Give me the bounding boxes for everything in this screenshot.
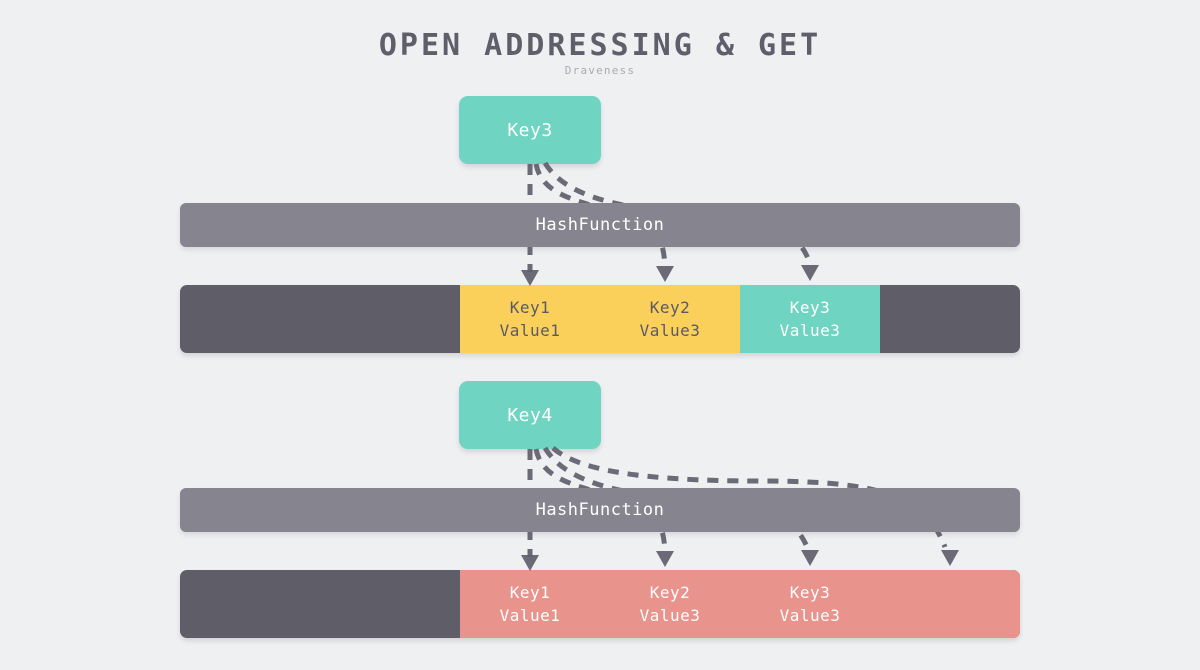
bucket-cell-value: Value3	[639, 321, 701, 340]
bucket-cell-empty-probed	[880, 570, 1020, 638]
bucket-cell-key3-match: Key3 Value3	[740, 285, 880, 353]
bucket-cell-key2-probed: Key2 Value3	[600, 570, 740, 638]
bucket-cell-key: Key1	[509, 583, 551, 602]
page-subtitle: Draveness	[564, 64, 636, 77]
probe-arrowhead-1-top	[521, 270, 539, 286]
bucket-cell-key2: Key2 Value3	[600, 285, 740, 353]
page-title: OPEN ADDRESSING & GET	[378, 28, 822, 63]
bucket-cell-key1: Key1 Value1	[460, 285, 600, 353]
bucket-cell-value: Value1	[499, 321, 561, 340]
bucket-cell-key1-probed: Key1 Value1	[460, 570, 600, 638]
bucket-cell-key: Key3	[789, 298, 831, 317]
probe-arrowhead-2-bottom	[656, 551, 674, 567]
bucket-row-bottom: Key1 Value1 Key2 Value3 Key3 Value3	[180, 570, 1020, 638]
bucket-cell-value: Value3	[779, 606, 841, 625]
bucket-row-top: Key1 Value1 Key2 Value3 Key3 Value3	[180, 285, 1020, 353]
hash-function-label: HashFunction	[535, 500, 665, 520]
bucket-cell-key: Key2	[649, 583, 691, 602]
probe-arrowhead-4-bottom	[941, 550, 959, 566]
bucket-cell-value: Value1	[499, 606, 561, 625]
bucket-cell-empty	[180, 570, 460, 638]
key-box-label: Key3	[507, 119, 553, 141]
hash-function-label: HashFunction	[535, 215, 665, 235]
bucket-cell-empty	[880, 285, 1020, 353]
key-box-label: Key4	[507, 404, 553, 426]
probe-arrowhead-2-top	[656, 266, 674, 282]
probe-arrowhead-3-top	[801, 265, 819, 281]
bucket-cell-key: Key2	[649, 298, 691, 317]
bucket-cell-value: Value3	[779, 321, 841, 340]
probe-arrowhead-3-bottom	[801, 550, 819, 566]
bucket-cell-key: Key3	[789, 583, 831, 602]
hash-function-bar-top: HashFunction	[180, 203, 1020, 247]
bucket-cell-empty	[180, 285, 460, 353]
probe-arrowhead-1-bottom	[521, 555, 539, 571]
key-box-key3: Key3	[459, 96, 601, 164]
bucket-cell-key3-probed: Key3 Value3	[740, 570, 880, 638]
key-box-key4: Key4	[459, 381, 601, 449]
bucket-cell-key: Key1	[509, 298, 551, 317]
bucket-cell-value: Value3	[639, 606, 701, 625]
hash-function-bar-bottom: HashFunction	[180, 488, 1020, 532]
